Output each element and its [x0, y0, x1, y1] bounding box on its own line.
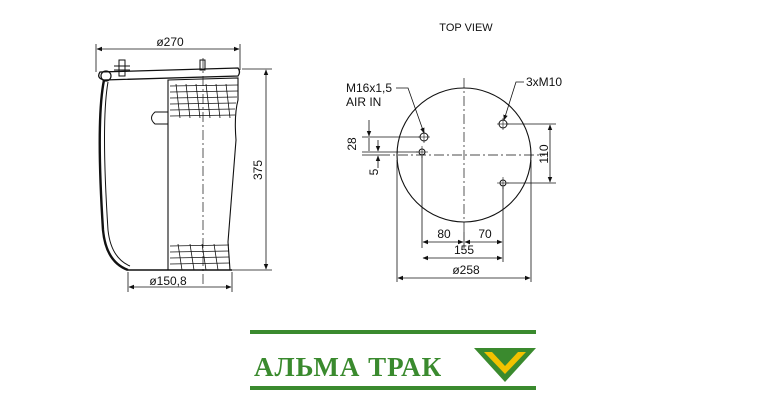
top-diameter-258-label: ø258 [452, 263, 480, 277]
stud-spec-label: 3xM10 [526, 75, 562, 89]
top-diameter-label: ø270 [156, 35, 184, 49]
top-view-title: TOP VIEW [439, 22, 493, 34]
top-dimensions [362, 81, 556, 282]
top-view [380, 78, 545, 232]
chevron-check-icon [474, 348, 536, 382]
air-inlet-label: AIR IN [346, 95, 381, 109]
side-view [98, 58, 241, 285]
brand-top-bar [250, 330, 536, 334]
dim-70-label: 70 [478, 227, 492, 241]
dim-155-label: 155 [454, 243, 474, 257]
height-label: 375 [251, 160, 265, 180]
brand-name: АЛЬМА ТРАК [254, 352, 442, 382]
air-inlet-thread-label: M16x1,5 [346, 81, 392, 95]
brand-bottom-bar [250, 386, 536, 390]
dim-80-label: 80 [437, 227, 451, 241]
dim-28-label: 28 [345, 137, 359, 151]
dim-110-label: 110 [537, 144, 551, 163]
bottom-diameter-label: ø150,8 [149, 274, 187, 288]
dim-5-label: 5 [367, 168, 381, 175]
side-dimensions [95, 44, 272, 292]
brand-logo: АЛЬМА ТРАК [250, 330, 536, 390]
